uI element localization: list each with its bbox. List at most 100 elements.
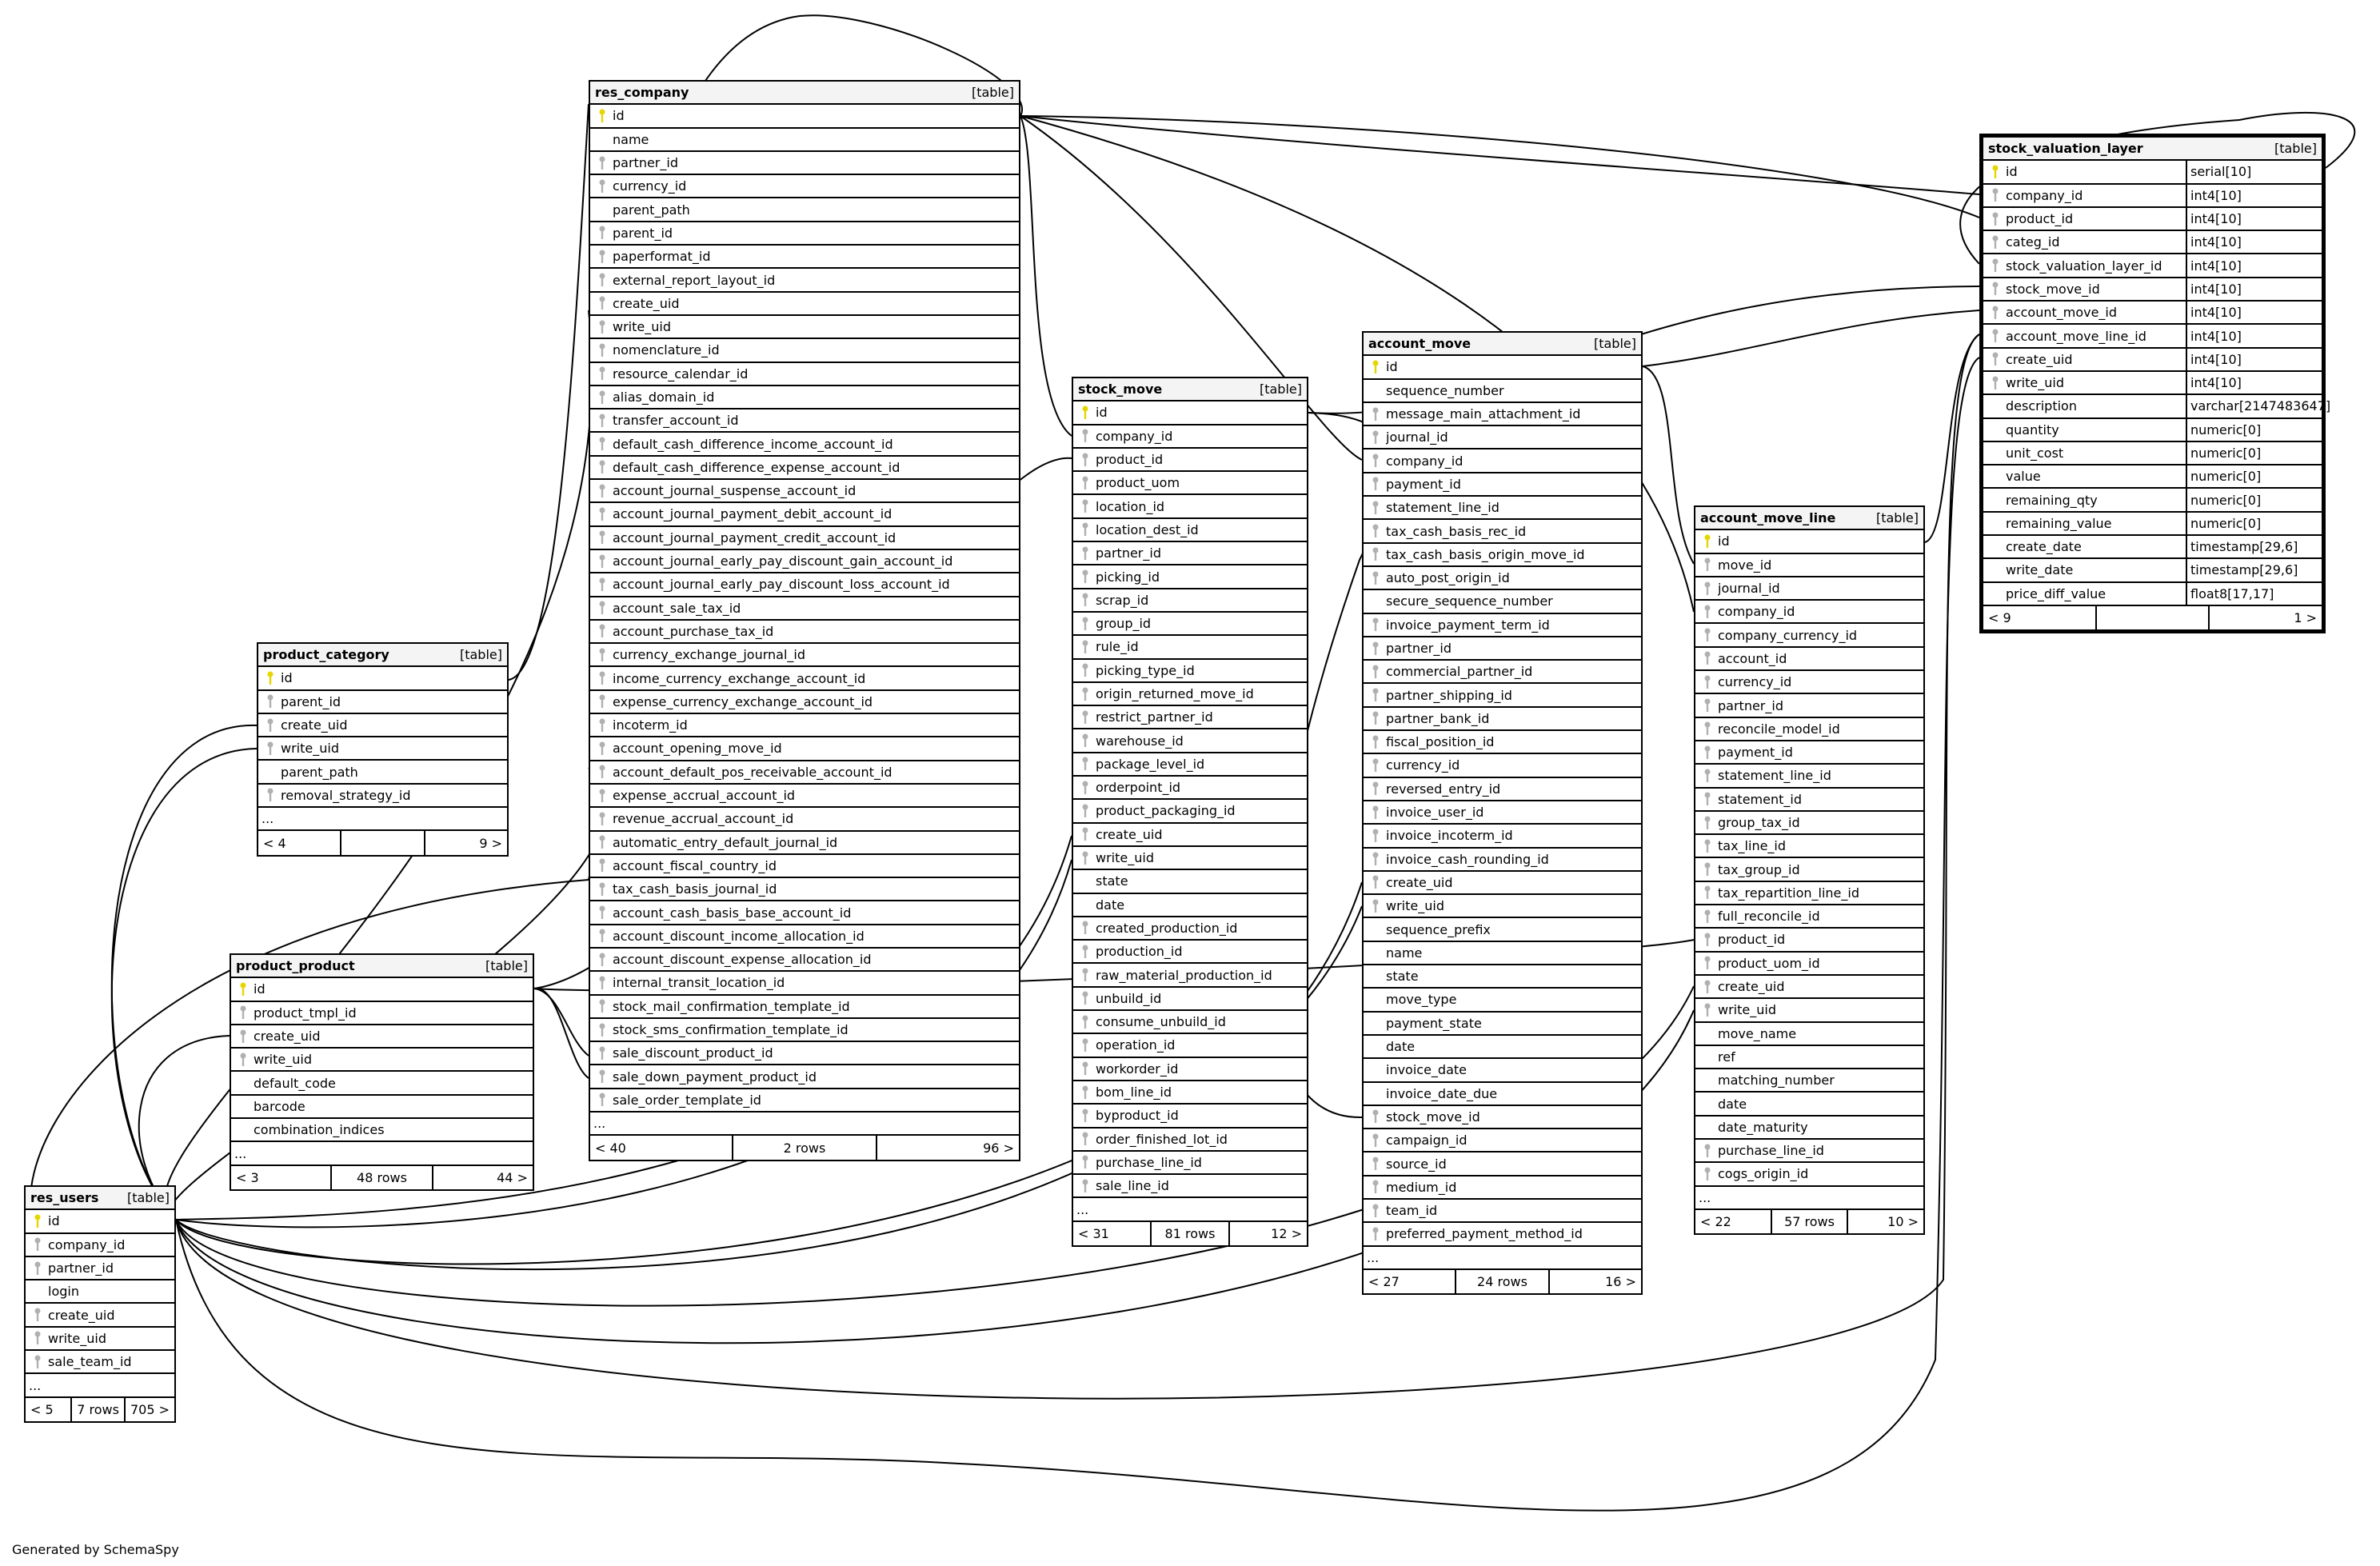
column-row[interactable]: default_cash_difference_income_account_i…: [590, 433, 1019, 457]
table-header[interactable]: stock_valuation_layer[table]: [1983, 138, 2322, 162]
column-row[interactable]: company_id: [1073, 425, 1307, 449]
column-row[interactable]: create_uid: [590, 293, 1019, 316]
column-row[interactable]: invoice_incoterm_id: [1364, 825, 1641, 849]
column-row[interactable]: product_tmpl_id: [231, 1002, 533, 1025]
column-row[interactable]: id: [231, 978, 533, 1002]
column-row[interactable]: operation_id: [1073, 1034, 1307, 1058]
column-row[interactable]: parent_id: [258, 691, 507, 714]
column-row[interactable]: company_id: [26, 1234, 174, 1257]
column-row[interactable]: barcode: [231, 1096, 533, 1120]
column-row[interactable]: removal_strategy_id: [258, 785, 507, 809]
column-row[interactable]: picking_type_id: [1073, 660, 1307, 683]
column-row[interactable]: company_id: [1695, 601, 1923, 625]
column-row[interactable]: partner_shipping_id: [1364, 684, 1641, 708]
column-row[interactable]: id: [1695, 530, 1923, 554]
column-row[interactable]: team_id: [1364, 1200, 1641, 1224]
column-row[interactable]: medium_id: [1364, 1176, 1641, 1200]
column-row[interactable]: stock_mail_confirmation_template_id: [590, 996, 1019, 1019]
column-row[interactable]: product_id: [1073, 449, 1307, 473]
column-row[interactable]: account_journal_early_pay_discount_gain_…: [590, 550, 1019, 574]
column-row[interactable]: source_id: [1364, 1153, 1641, 1176]
column-row[interactable]: bom_line_id: [1073, 1081, 1307, 1105]
column-row[interactable]: unbuild_id: [1073, 988, 1307, 1012]
column-row[interactable]: product_packaging_id: [1073, 800, 1307, 824]
table-header[interactable]: account_move[table]: [1364, 333, 1641, 357]
column-row[interactable]: auto_post_origin_id: [1364, 567, 1641, 591]
column-row[interactable]: tax_cash_basis_journal_id: [590, 878, 1019, 902]
column-row[interactable]: external_report_layout_id: [590, 269, 1019, 293]
column-row[interactable]: tax_group_id: [1695, 858, 1923, 882]
column-row[interactable]: scrap_id: [1073, 589, 1307, 613]
column-row[interactable]: write_uid: [590, 316, 1019, 340]
column-row[interactable]: statement_line_id: [1695, 765, 1923, 789]
column-row[interactable]: currency_id: [1695, 671, 1923, 695]
column-row[interactable]: alias_domain_id: [590, 386, 1019, 410]
column-row[interactable]: name: [590, 129, 1019, 152]
column-row[interactable]: date: [1695, 1093, 1923, 1117]
column-row[interactable]: full_reconcile_id: [1695, 905, 1923, 929]
column-row[interactable]: invoice_date_due: [1364, 1083, 1641, 1106]
column-row[interactable]: production_id: [1073, 941, 1307, 965]
column-row[interactable]: product_uom: [1073, 472, 1307, 496]
column-row[interactable]: partner_id: [1073, 542, 1307, 566]
column-row[interactable]: automatic_entry_default_journal_id: [590, 832, 1019, 855]
column-row[interactable]: login: [26, 1280, 174, 1304]
column-row[interactable]: secure_sequence_number: [1364, 590, 1641, 614]
column-row[interactable]: account_journal_early_pay_discount_loss_…: [590, 573, 1019, 597]
column-row[interactable]: journal_id: [1695, 577, 1923, 601]
column-row[interactable]: partner_id: [26, 1257, 174, 1281]
column-row[interactable]: expense_currency_exchange_account_id: [590, 691, 1019, 715]
column-row[interactable]: company_currency_id: [1695, 624, 1923, 648]
column-row[interactable]: created_production_id: [1073, 917, 1307, 941]
column-row[interactable]: preferred_payment_method_id: [1364, 1223, 1641, 1247]
column-row[interactable]: warehouse_id: [1073, 729, 1307, 753]
column-row[interactable]: account_default_pos_receivable_account_i…: [590, 761, 1019, 785]
column-row[interactable]: account_opening_move_id: [590, 737, 1019, 761]
column-row[interactable]: state: [1364, 965, 1641, 989]
column-row[interactable]: origin_returned_move_id: [1073, 683, 1307, 707]
column-row[interactable]: id: [590, 105, 1019, 129]
parent-count[interactable]: < 3: [231, 1165, 333, 1189]
column-row[interactable]: create_uid: [231, 1025, 533, 1049]
column-row[interactable]: move_name: [1695, 1023, 1923, 1046]
column-row[interactable]: write_uid: [26, 1328, 174, 1352]
column-row[interactable]: orderpoint_id: [1073, 777, 1307, 801]
column-row[interactable]: sale_team_id: [26, 1351, 174, 1375]
child-count[interactable]: 9 >: [479, 835, 502, 851]
column-row[interactable]: partner_id: [590, 152, 1019, 176]
child-count[interactable]: 1 >: [2294, 610, 2318, 626]
column-row[interactable]: account_discount_income_allocation_id: [590, 925, 1019, 949]
column-row[interactable]: write_uid: [231, 1049, 533, 1073]
column-row[interactable]: sale_discount_product_id: [590, 1042, 1019, 1066]
column-row[interactable]: account_sale_tax_id: [590, 597, 1019, 621]
column-row[interactable]: write_uid: [1695, 999, 1923, 1023]
column-row[interactable]: parent_id: [590, 222, 1019, 246]
column-row[interactable]: journal_id: [1364, 426, 1641, 450]
column-row[interactable]: reconcile_model_id: [1695, 718, 1923, 741]
child-count[interactable]: 705 >: [130, 1401, 170, 1417]
parent-count[interactable]: < 27: [1364, 1269, 1457, 1294]
column-row[interactable]: sequence_number: [1364, 380, 1641, 403]
column-row[interactable]: statement_id: [1695, 789, 1923, 812]
column-row[interactable]: account_id: [1695, 648, 1923, 672]
column-row[interactable]: product_uom_id: [1695, 953, 1923, 976]
column-row[interactable]: account_journal_payment_credit_account_i…: [590, 527, 1019, 550]
column-row[interactable]: workorder_id: [1073, 1058, 1307, 1081]
column-row[interactable]: write_uid: [1364, 895, 1641, 919]
column-row[interactable]: matching_number: [1695, 1069, 1923, 1093]
column-row[interactable]: byproduct_id: [1073, 1105, 1307, 1129]
column-row[interactable]: write_uid: [258, 737, 507, 761]
column-row[interactable]: account_purchase_tax_id: [590, 621, 1019, 645]
column-row[interactable]: parent_path: [258, 761, 507, 785]
